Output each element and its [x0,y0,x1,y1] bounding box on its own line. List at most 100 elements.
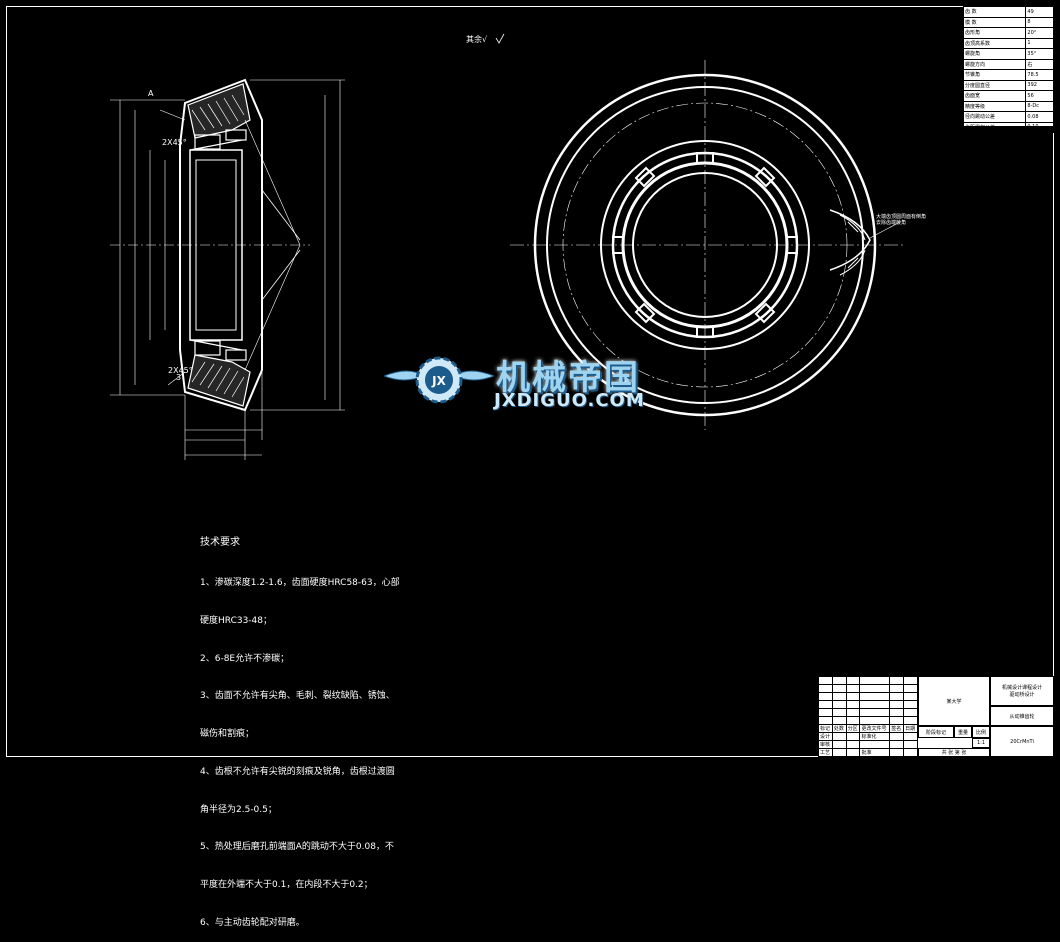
parameter-value: 56 [1025,90,1054,102]
tech-req-line: 4、齿根不允许有尖锐的刻痕及锐角，齿根过渡圆 [200,766,395,777]
material: 20CrMnTi [990,726,1054,757]
revision-cell [889,732,905,741]
weight-label: 重量 [954,726,972,738]
company-name: 某大学 [918,676,990,726]
parameter-value: 392 [1025,79,1054,91]
tech-req-line: 角半径为2.5-0.5； [200,804,277,815]
revision-cell: 签名 [889,724,905,733]
revision-cell [889,692,905,701]
revision-row-empty [818,692,918,701]
revision-cell [831,676,847,685]
revision-cell [845,708,861,717]
parameter-name: 分度圆直径 [962,79,1027,91]
parameter-name: 螺旋方向 [962,58,1027,70]
chamfer-top-label: 2X45° [162,138,187,147]
revision-cell [903,716,918,725]
revision-cell [831,700,847,709]
stage-label: 阶段标记 [918,726,954,738]
revision-cell [831,748,847,757]
revision-cell [889,708,905,717]
revision-cell [859,684,891,693]
revision-cell [818,708,833,717]
revision-cell: 标记 [818,724,833,733]
revision-cell [903,684,918,693]
revision-cell [903,740,918,749]
course-name: 机械设计课程设计 驱动桥设计 [990,676,1054,706]
tech-req-line: 2、6-8E允许不渗碳； [200,653,290,664]
revision-cell [845,684,861,693]
revision-cell [859,708,891,717]
roughness-note: 其余√ [466,35,488,44]
parameter-name: 齿顶高系数 [962,37,1027,49]
revision-cell [859,676,891,685]
revision-cell [859,692,891,701]
revision-cell [903,748,918,757]
revision-cell [889,716,905,725]
revision-cell [889,684,905,693]
revision-cell: 审核 [818,740,833,749]
revision-cell [845,732,861,741]
title-block: 标记处数分区更改文件号签名日期设计标准化审核工艺批准 某大学 机械设计课程设计 … [818,676,1054,757]
parameter-row: 螺旋方向右 [962,58,1054,70]
revision-cell: 标准化 [859,732,891,741]
front-view [510,60,905,430]
revision-row: 审核 [818,740,918,749]
revision-cell [845,748,861,757]
revision-row-empty [818,684,918,693]
parameter-value: 49 [1025,6,1054,18]
parameter-value: 8-Dc [1025,100,1054,112]
revision-cell [818,700,833,709]
tech-req-title: 技术要求 [200,537,240,549]
parameter-name: 精度等级 [962,100,1027,112]
parameter-value: 78.5 [1025,69,1054,81]
revision-cell [818,676,833,685]
parameter-name: 齿面宽 [962,90,1027,102]
technical-requirements: 技术要求 1、渗碳深度1.2-1.6，齿面硬度HRC58-63，心部 硬度HRC… [200,512,430,942]
revision-cell [889,740,905,749]
cad-drawing: A 3 [110,33,905,460]
revision-cell: 日期 [903,724,918,733]
revision-cell: 工艺 [818,748,833,757]
parameter-name: 节锥角 [962,69,1027,81]
revision-row: 设计 标准化 [818,732,918,741]
revision-row: 标记处数分区更改文件号签名日期 [818,724,918,733]
chamfer-bottom-label: 2X45° [168,366,193,375]
revision-cell [831,732,847,741]
revision-cell [818,692,833,701]
revision-cell [831,716,847,725]
revision-row-empty [818,676,918,685]
revision-cell [831,692,847,701]
revision-cell [903,676,918,685]
revision-cell: 更改文件号 [859,724,891,733]
revision-cell: 设计 [818,732,833,741]
revision-cell [903,700,918,709]
revision-cell [845,692,861,701]
revision-cell [818,716,833,725]
revision-cell [903,708,918,717]
revision-cell [889,700,905,709]
revision-cell: 处数 [831,724,847,733]
parameter-value: 0.08 [1025,111,1054,123]
parameter-value: 0.10 [1025,121,1054,133]
sheet-label: 共 张 第 张 [918,748,990,757]
watermark-cn: 机械帝国 [496,358,640,398]
revision-cell [831,740,847,749]
revision-cell [845,676,861,685]
parameter-name: 齿形角 [962,27,1027,39]
logo-text: JX [431,374,446,388]
watermark-en: JXDIGUO.COM [494,390,645,411]
scale-value: 1:1 [972,738,990,748]
tooth-section-top [187,83,251,139]
revision-cell [845,716,861,725]
annotation-right: 大端齿顶圆周面有倒角 去除齿端棱角 [876,214,927,226]
revision-cell [903,692,918,701]
tech-req-line: 平度在外端不大于0.1，在内段不大于0.2； [200,880,373,891]
parameter-name: 齿 数 [962,6,1027,18]
drawing-frame [6,6,1054,757]
